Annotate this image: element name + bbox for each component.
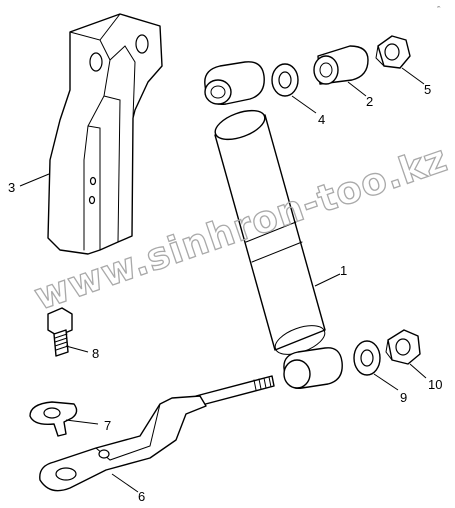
callout-10: 10 bbox=[428, 377, 442, 392]
callout-1: 1 bbox=[340, 263, 347, 278]
callout-6: 6 bbox=[138, 489, 145, 504]
upper-nut-part bbox=[375, 35, 411, 69]
callout-2: 2 bbox=[366, 94, 373, 109]
lower-nut-part bbox=[385, 329, 421, 365]
callout-4: 4 bbox=[318, 112, 325, 127]
leader-lines bbox=[19, 67, 427, 493]
shock-absorber-part bbox=[204, 61, 343, 390]
spacer-sleeve-part bbox=[313, 45, 369, 85]
lower-washer-part bbox=[353, 340, 381, 376]
callout-3: 3 bbox=[8, 180, 15, 195]
corner-mark: 𝄐 bbox=[437, 5, 441, 11]
bracket-part bbox=[47, 13, 163, 255]
bolt-part bbox=[47, 307, 73, 357]
callout-9: 9 bbox=[400, 390, 407, 405]
callout-8: 8 bbox=[92, 346, 99, 361]
callout-5: 5 bbox=[424, 82, 431, 97]
lever-arm-part bbox=[39, 375, 275, 492]
cup-washer-part bbox=[29, 401, 78, 437]
callout-7: 7 bbox=[104, 418, 111, 433]
upper-washer-part bbox=[271, 63, 299, 97]
